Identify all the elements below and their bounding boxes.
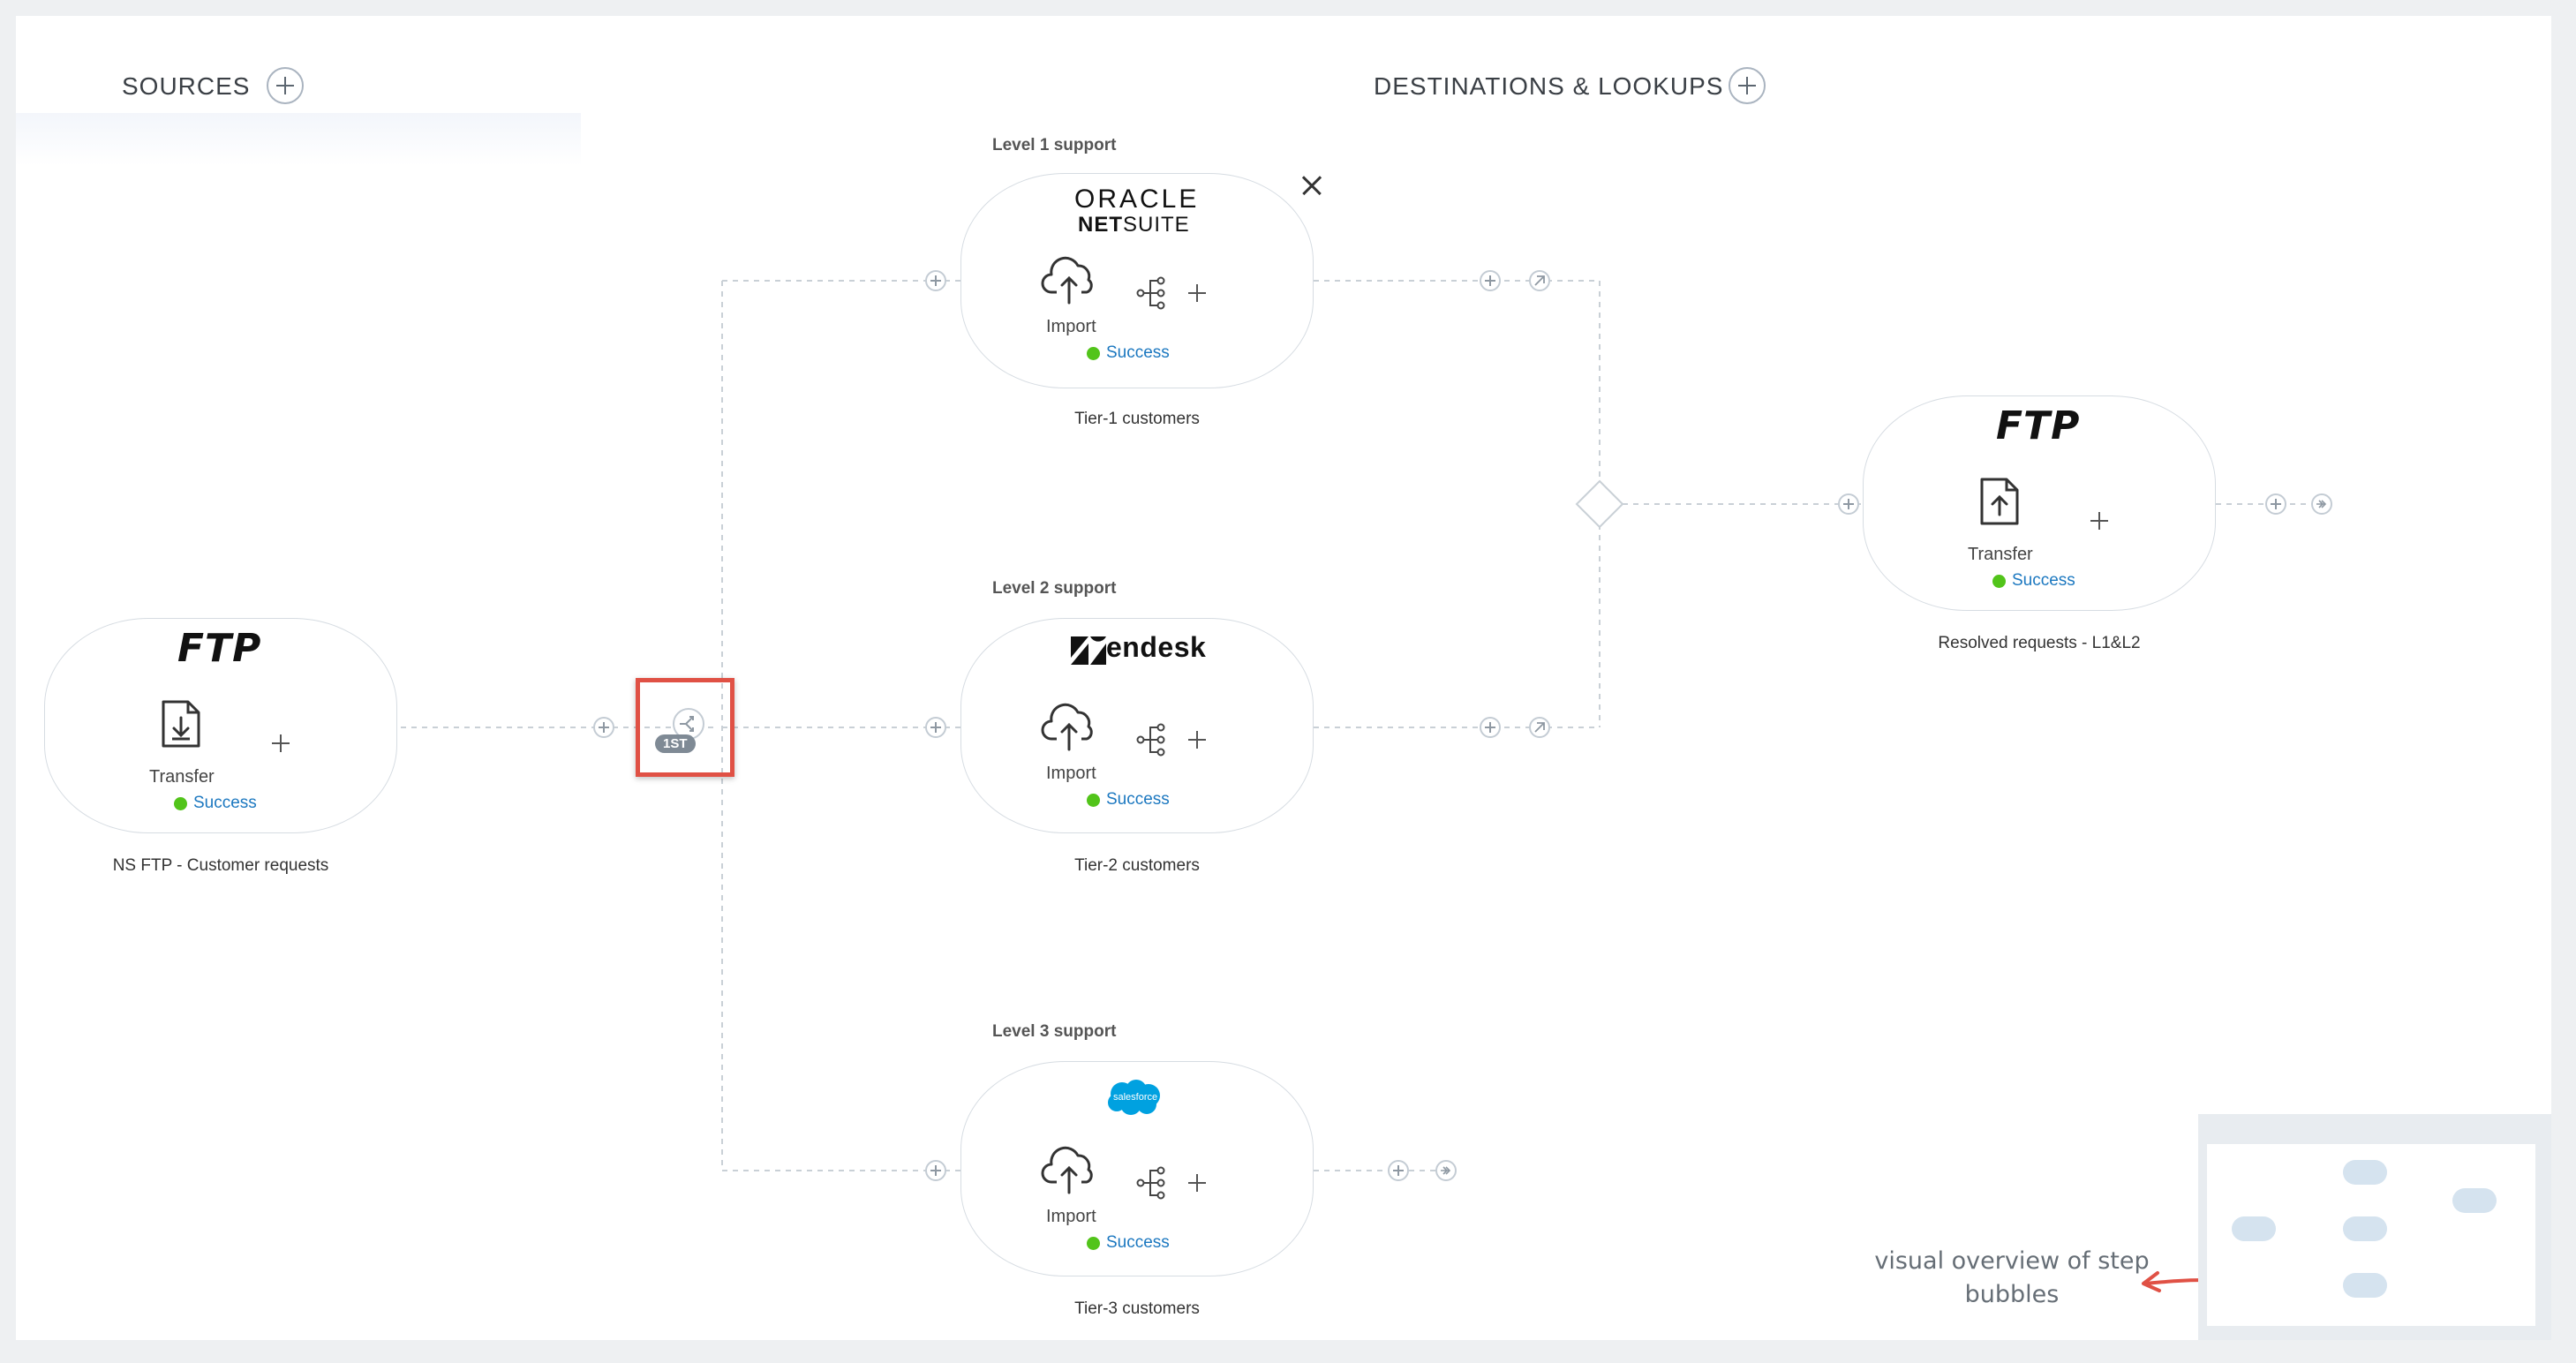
cloud-upload-icon [1041, 703, 1093, 751]
add-step-plus[interactable] [1187, 283, 1207, 303]
add-step-plus[interactable] [271, 734, 290, 753]
mapping-icon[interactable] [1136, 1166, 1166, 1200]
status-badge: Success [1087, 343, 1170, 363]
insert-step-plus[interactable] [593, 717, 614, 738]
status-text: Success [2012, 571, 2075, 590]
zendesk-logo: endesk [1106, 631, 1207, 663]
salesforce-import-bubble[interactable]: salesforce Import Success [960, 1061, 1314, 1276]
status-badge: Success [1992, 571, 2075, 591]
branch-level-label: Level 2 support [992, 579, 1117, 598]
step-label: Import [1046, 764, 1096, 783]
branch-level-label: Level 3 support [992, 1022, 1117, 1041]
merge-diamond [1575, 479, 1624, 529]
file-download-icon [162, 700, 200, 748]
branch-caption: Tier-2 customers [1074, 856, 1200, 875]
status-text: Success [193, 794, 257, 812]
add-source-button[interactable] [267, 67, 304, 104]
status-text: Success [1106, 790, 1170, 809]
cloud-upload-icon [1041, 1146, 1093, 1194]
step-label: Transfer [1968, 545, 2033, 564]
add-step-plus[interactable] [1187, 730, 1207, 749]
zendesk-import-bubble[interactable]: endesk Import Success [960, 618, 1314, 833]
file-upload-icon [1980, 478, 2019, 525]
ftp-logo: FTP [1996, 403, 2081, 448]
cloud-upload-icon [1041, 256, 1093, 305]
branch-caption: Tier-3 customers [1074, 1299, 1200, 1318]
flow-connectors [401, 280, 2320, 1171]
status-text: Success [1106, 343, 1170, 362]
insert-step-plus[interactable] [1480, 717, 1501, 738]
destination-step-bubble[interactable]: FTP Transfer Success [1863, 395, 2216, 611]
success-dot [1087, 346, 1100, 360]
minimap-bubble [2343, 1160, 2387, 1185]
insert-step-plus[interactable] [1838, 493, 1859, 515]
minimap-bubble [2343, 1216, 2387, 1241]
insert-step-plus[interactable] [925, 1160, 946, 1181]
netsuite-import-bubble[interactable]: ORACLE NETSUITE Import Success [960, 173, 1314, 388]
first-match-badge: 1ST [655, 734, 696, 753]
success-dot [1087, 1236, 1100, 1250]
add-step-plus[interactable] [1187, 1173, 1207, 1193]
filter-icon[interactable] [1529, 270, 1550, 291]
minimap-viewport[interactable] [2207, 1144, 2535, 1326]
router-highlight [636, 678, 734, 777]
success-dot [1087, 793, 1100, 807]
status-badge: Success [174, 794, 257, 813]
oracle-logo-line1: ORACLE [1074, 184, 1200, 214]
insert-step-plus[interactable] [1480, 270, 1501, 291]
minimap-annotation: visual overview of step bubbles [1874, 1247, 2150, 1308]
source-caption: NS FTP - Customer requests [112, 856, 329, 875]
add-step-plus[interactable] [2090, 511, 2109, 531]
insert-step-plus[interactable] [925, 717, 946, 738]
insert-step-plus[interactable] [2265, 493, 2286, 515]
insert-step-plus[interactable] [925, 270, 946, 291]
netsuite-logo-line2: NETSUITE [1078, 213, 1190, 237]
minimap-bubble [2343, 1273, 2387, 1298]
step-label: Import [1046, 1207, 1096, 1226]
mapping-icon[interactable] [1136, 723, 1166, 757]
destination-caption: Resolved requests - L1&L2 [1938, 634, 2141, 652]
end-flow-icon[interactable] [2311, 493, 2332, 515]
status-text: Success [1106, 1233, 1170, 1252]
sources-title: SOURCES [122, 72, 251, 100]
add-destination-button[interactable] [1729, 67, 1766, 104]
end-flow-icon[interactable] [1435, 1160, 1457, 1181]
minimap-bubble [2452, 1188, 2497, 1213]
mapping-icon[interactable] [1136, 276, 1166, 310]
step-label: Transfer [149, 767, 215, 787]
success-dot [1992, 574, 2006, 588]
destinations-title: DESTINATIONS & LOOKUPS [1374, 72, 1724, 100]
status-badge: Success [1087, 1233, 1170, 1253]
ftp-logo: FTP [177, 626, 262, 671]
insert-step-plus[interactable] [1388, 1160, 1409, 1181]
flow-builder-canvas[interactable]: SOURCES DESTINATIONS & LOOKUPS FTP Trans… [16, 16, 2551, 1340]
source-step-bubble[interactable]: FTP Transfer Success [44, 618, 397, 833]
success-dot [174, 796, 187, 810]
salesforce-logo-cloud [1108, 1080, 1160, 1115]
status-badge: Success [1087, 790, 1170, 810]
minimap-bubble [2232, 1216, 2276, 1241]
flow-minimap[interactable] [2198, 1114, 2551, 1340]
step-label: Import [1046, 317, 1096, 336]
branch-caption: Tier-1 customers [1074, 410, 1200, 428]
sources-area-shade [16, 113, 581, 166]
zendesk-logo-mark [1071, 636, 1106, 665]
salesforce-logo: salesforce [1113, 1092, 1158, 1103]
close-icon[interactable] [1299, 173, 1324, 198]
branch-level-label: Level 1 support [992, 136, 1117, 154]
filter-icon[interactable] [1529, 717, 1550, 738]
